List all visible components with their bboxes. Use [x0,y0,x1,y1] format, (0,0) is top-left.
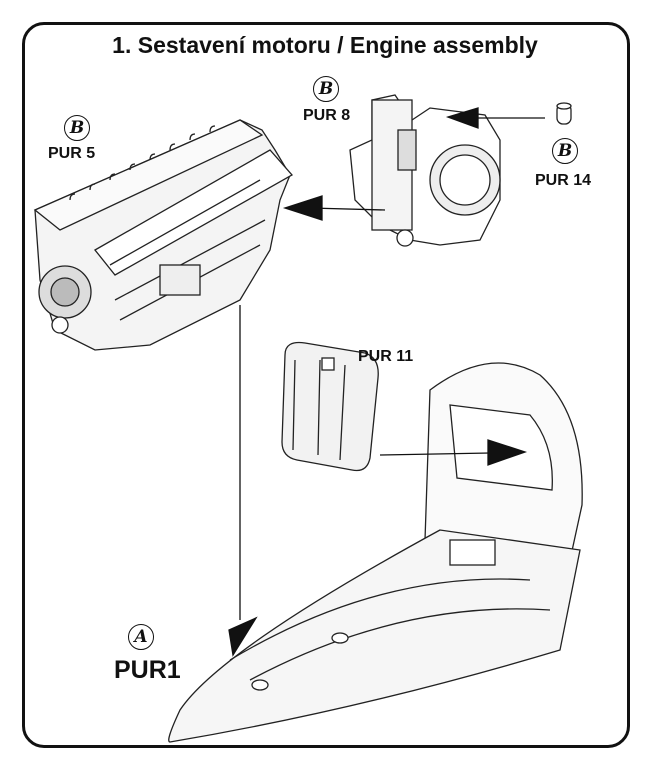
part-label-pur1: PUR1 [114,656,181,684]
engine-block-drawing [33,119,294,351]
kit-badge-pur5: B [64,115,90,141]
tank-drawing [281,341,379,472]
small-cylinder-drawing [556,102,572,125]
kit-badge-pur8: B [313,76,339,102]
fuselage-drawing [168,362,583,743]
part-label-pur11: PUR 11 [358,348,414,365]
part-label-pur5: PUR 5 [48,145,96,162]
part-label-pur8: PUR 8 [303,107,351,124]
step-title: 1. Sestavení motoru / Engine assembly [112,32,538,58]
kit-badge-pur1: A [128,624,154,650]
supercharger-drawing [349,94,501,247]
assembly-arrows [228,107,545,657]
instruction-frame [22,22,630,748]
kit-badge-pur14: B [552,138,578,164]
part-label-pur14: PUR 14 [535,172,592,189]
